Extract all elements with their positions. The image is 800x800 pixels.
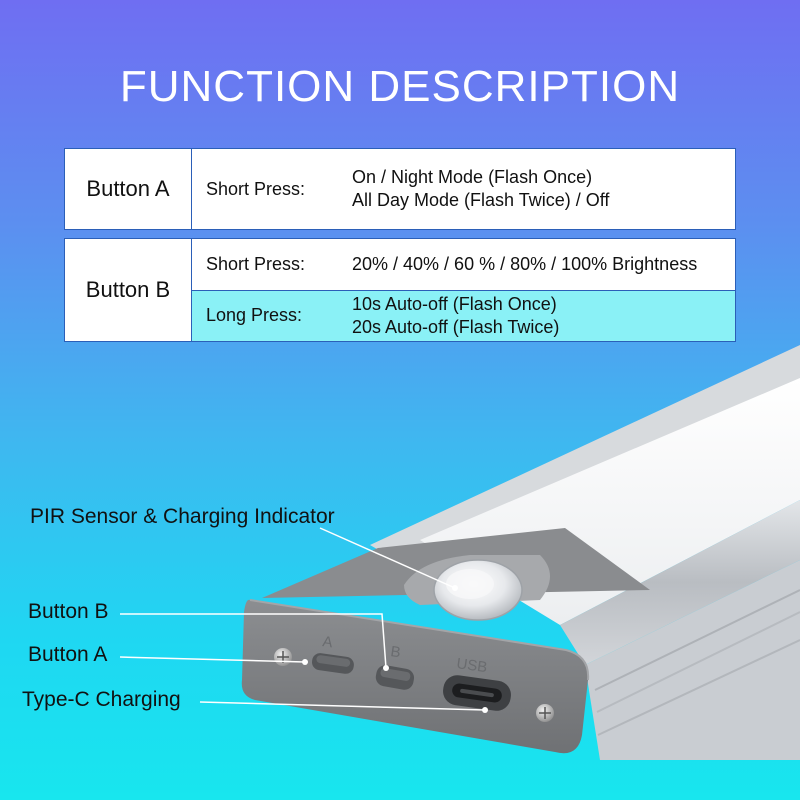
- page-title: FUNCTION DESCRIPTION: [119, 62, 681, 111]
- callout-button-b: Button B: [28, 600, 109, 623]
- description-line: All Day Mode (Flash Twice) / Off: [352, 190, 610, 210]
- button-a-key[interactable]: [311, 652, 355, 675]
- press-type: Short Press:: [206, 253, 306, 274]
- marking-a: A: [321, 633, 333, 651]
- description-line: 20s Auto-off (Flash Twice): [352, 316, 560, 337]
- button-b-name: Button B: [65, 239, 192, 341]
- screw-icon: [536, 704, 554, 722]
- description-line: On / Night Mode (Flash Once): [352, 167, 593, 187]
- usb-c-port[interactable]: [441, 673, 513, 712]
- description-line: 20% / 40% / 60 % / 80% / 100% Brightness: [352, 253, 698, 274]
- pir-sensor-lens: [433, 559, 523, 621]
- press-type: Long Press:: [206, 305, 303, 326]
- callout-lines: [119, 527, 486, 711]
- button-a-name: Button A: [65, 149, 192, 229]
- press-type: Short Press:: [206, 178, 306, 199]
- function-table-button-b: Button B Short Press: 20% / 40% / 60 % /…: [64, 238, 736, 342]
- callout-type-c: Type-C Charging: [22, 688, 181, 711]
- screw-icon: [274, 648, 292, 666]
- table-row: Long Press: 10s Auto-off (Flash Once) 20…: [192, 289, 735, 341]
- press-description: 10s Auto-off (Flash Once) 20s Auto-off (…: [342, 293, 559, 339]
- callout-button-a: Button A: [28, 643, 108, 666]
- button-b-key[interactable]: [374, 664, 415, 691]
- description-line: 10s Auto-off (Flash Once): [352, 293, 557, 314]
- callout-pir-sensor: PIR Sensor & Charging Indicator: [30, 505, 335, 528]
- callout-dots: [302, 585, 488, 713]
- table-row: Short Press: On / Night Mode (Flash Once…: [192, 149, 735, 229]
- function-table-button-a: Button A Short Press: On / Night Mode (F…: [64, 148, 736, 230]
- marking-b: B: [389, 643, 401, 661]
- end-cap-front: [241, 599, 590, 754]
- press-description: 20% / 40% / 60 % / 80% / 100% Brightness: [342, 253, 697, 276]
- press-description: On / Night Mode (Flash Once) All Day Mod…: [342, 166, 609, 212]
- table-row: Short Press: 20% / 40% / 60 % / 80% / 10…: [192, 239, 735, 290]
- marking-usb: USB: [455, 655, 488, 676]
